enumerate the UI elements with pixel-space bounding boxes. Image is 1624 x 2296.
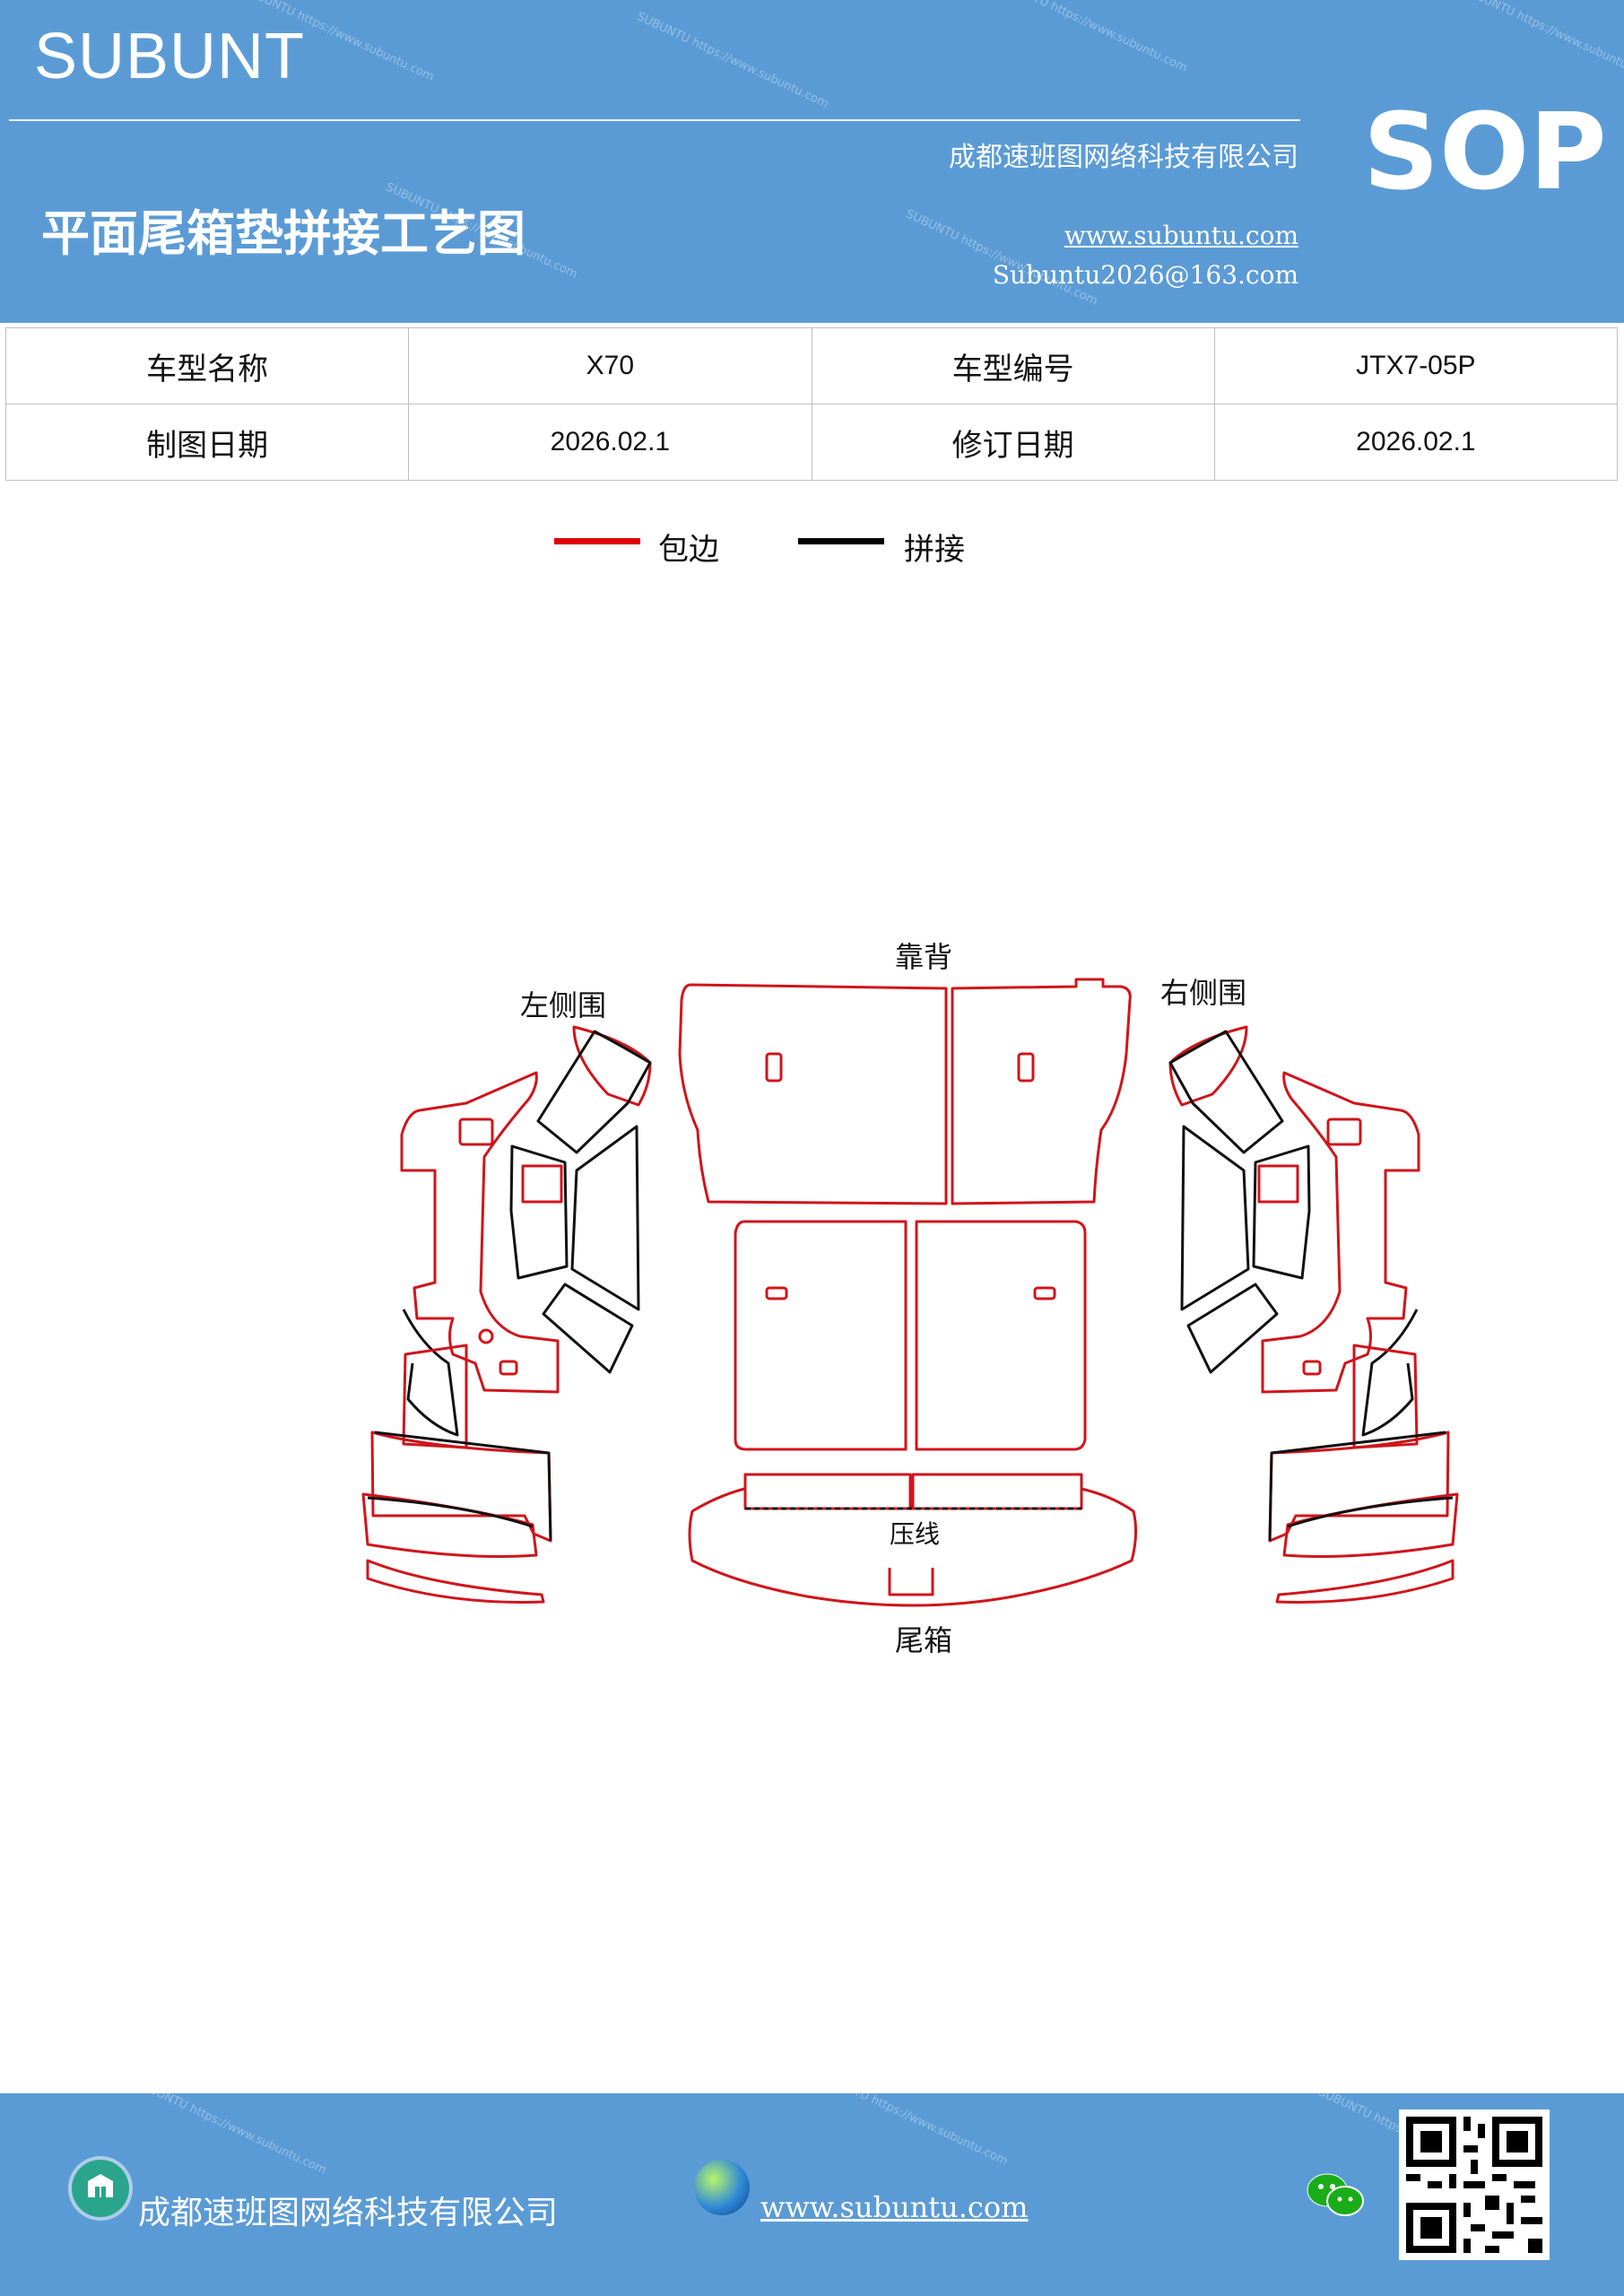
footer-banner: SUBUNTU https://www.subuntu.com SUBUNTU … (0, 2067, 1624, 2296)
brand-name: SUBUNT (34, 21, 306, 92)
revision-date-value: 2026.02.1 (1213, 404, 1619, 481)
model-name-label: 车型名称 (4, 327, 410, 404)
label-backrest: 靠背 (895, 940, 952, 974)
sop-mark: SOP (1363, 90, 1607, 213)
left-side-panels (361, 1025, 652, 1604)
wechat-icon[interactable] (1304, 2169, 1367, 2222)
label-press-line: 压线 (890, 1519, 940, 1549)
building-icon (72, 2160, 129, 2217)
draw-date-label: 制图日期 (4, 404, 410, 481)
email-address[interactable]: Subuntu2026@163.com (992, 260, 1298, 290)
legend-label-seam: 拼接 (904, 532, 965, 568)
qr-code (1399, 2109, 1550, 2260)
table-row: 制图日期 2026.02.1 修订日期 2026.02.1 (4, 404, 1619, 481)
label-trunk: 尾箱 (895, 1623, 952, 1657)
trunk-mat-diagram: 靠背 左侧围 右侧围 压线 尾箱 (361, 940, 1459, 1657)
model-name-value: X70 (408, 327, 812, 404)
header-divider (9, 119, 1300, 121)
backrest-panels (678, 978, 1132, 1205)
label-left-side: 左侧围 (520, 988, 606, 1022)
footer-website-link[interactable]: www.subuntu.com (760, 2190, 1029, 2224)
right-side-panels (1168, 1025, 1459, 1604)
vehicle-info-table: 车型名称 X70 车型编号 JTX7-05P 制图日期 2026.02.1 修订… (4, 327, 1619, 481)
table-row: 车型名称 X70 车型编号 JTX7-05P (4, 327, 1619, 404)
legend-label-edge: 包边 (658, 532, 719, 568)
label-right-side: 右侧围 (1160, 976, 1246, 1010)
revision-date-label: 修订日期 (811, 404, 1215, 481)
floor-panels (734, 1220, 1087, 1451)
legend: 包边 拼接 (554, 525, 1092, 571)
legend-swatch-seam (798, 538, 884, 544)
legend-swatch-edge (554, 538, 640, 544)
model-code-label: 车型编号 (811, 327, 1215, 404)
draw-date-value: 2026.02.1 (408, 404, 812, 481)
company-name: 成都速班图网络科技有限公司 (949, 142, 1298, 173)
header-banner: SUBUNTU https://www.subuntu.com SUBUNTU … (0, 0, 1624, 323)
model-code-value: JTX7-05P (1213, 327, 1619, 404)
document-title: 平面尾箱垫拼接工艺图 (41, 205, 525, 262)
globe-icon (694, 2160, 750, 2215)
website-link[interactable]: www.subuntu.com (1064, 221, 1298, 250)
footer-company-name: 成都速班图网络科技有限公司 (138, 2195, 559, 2231)
